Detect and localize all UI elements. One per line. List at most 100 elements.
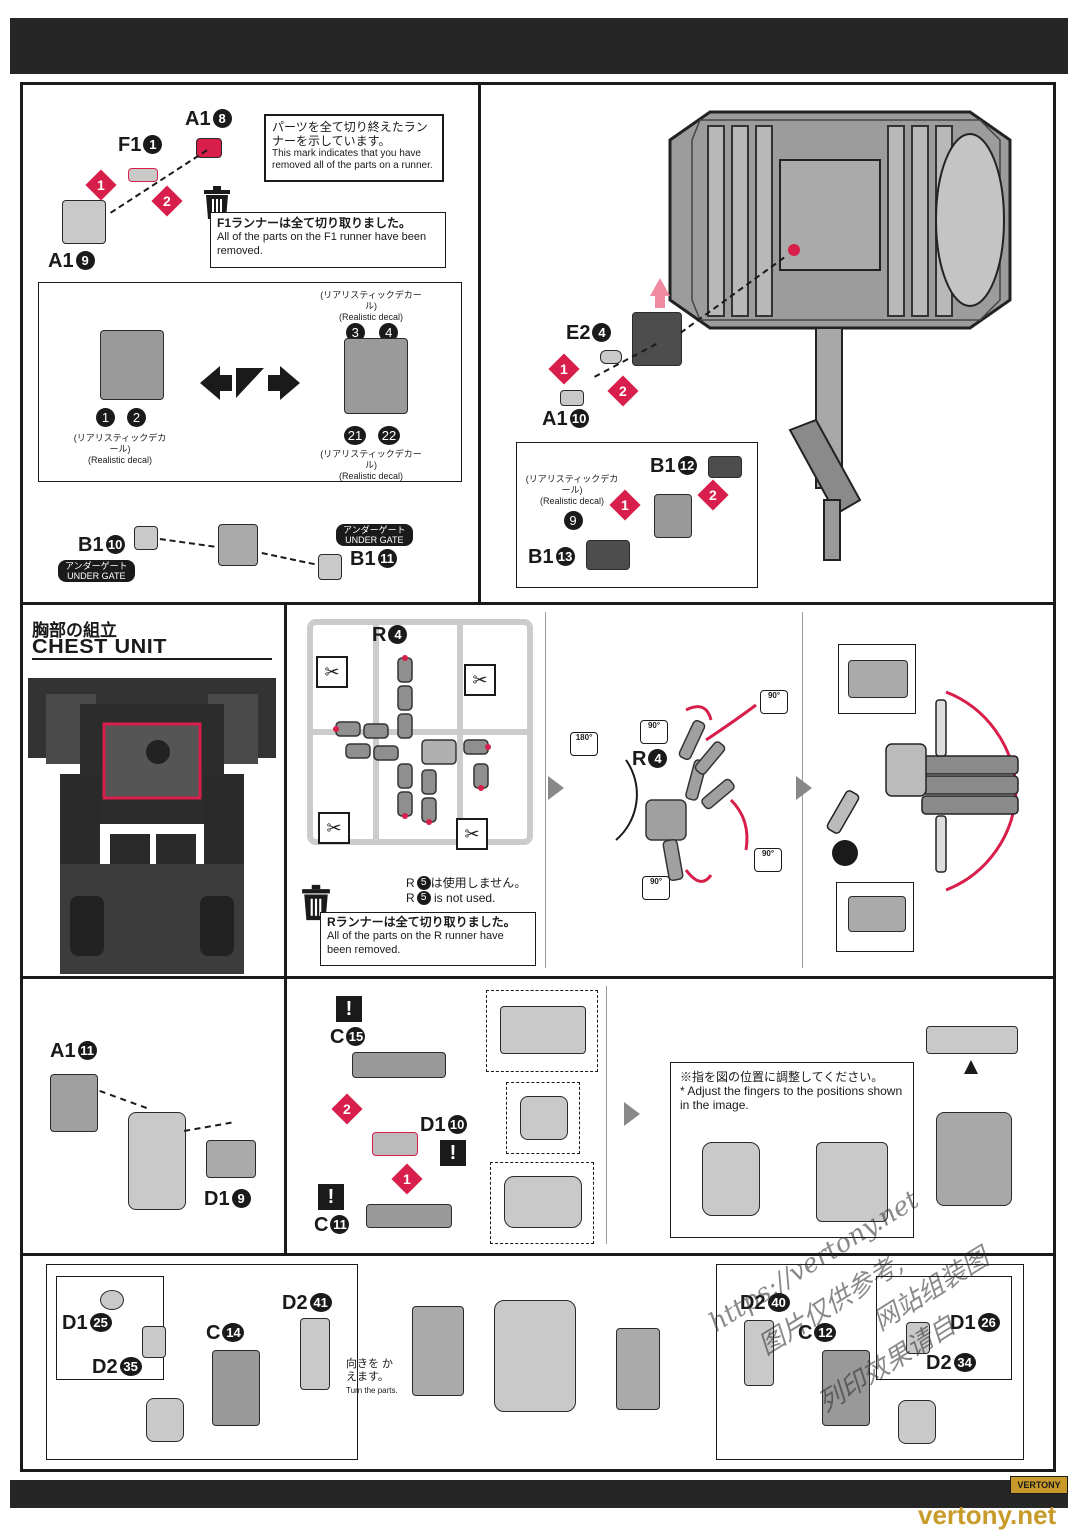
part-b1-10 xyxy=(134,526,158,550)
part-d2-41 xyxy=(300,1318,330,1390)
part-d1-10 xyxy=(372,1132,418,1156)
part-number: 15 xyxy=(346,1027,366,1046)
title-rule xyxy=(32,658,272,660)
part-label: D1 xyxy=(950,1312,976,1334)
part-label: D2 xyxy=(926,1352,952,1374)
part-number: 4 xyxy=(648,749,668,768)
part-label: F1 xyxy=(118,134,142,156)
note-jp: パーツを全て切り終えたランナーを示しています。 xyxy=(272,120,428,148)
r5-label: R xyxy=(406,891,415,905)
part-number: 4 xyxy=(388,625,408,644)
caution-icon: ! xyxy=(440,1140,466,1166)
part-label: D1 xyxy=(204,1188,230,1210)
part-label: A1 xyxy=(542,408,568,430)
divider xyxy=(20,976,1056,979)
part-label: C xyxy=(330,1026,345,1048)
chest-part-plain xyxy=(100,330,164,400)
part-c12 xyxy=(822,1350,870,1426)
divider xyxy=(606,986,607,1244)
dot-icon xyxy=(832,840,858,866)
turn-note-en: Turn the parts. xyxy=(346,1386,398,1395)
caution-icon: ! xyxy=(336,996,362,1022)
chest-title-jp: 胸部の組立 xyxy=(32,621,117,640)
divider xyxy=(20,1253,1056,1256)
chest-assembly xyxy=(218,524,258,566)
part-label: B1 xyxy=(78,534,104,556)
part-a1-9 xyxy=(62,200,106,244)
hand-assembled xyxy=(936,1112,1012,1206)
decal-code: 9 xyxy=(563,511,583,530)
hand-open xyxy=(826,690,1019,892)
part-f1-1 xyxy=(128,168,158,182)
part-c15 xyxy=(352,1052,446,1078)
part-small-pin xyxy=(600,350,622,364)
part-number: 11 xyxy=(77,1041,97,1060)
next-step-arrow xyxy=(548,776,564,800)
adjust-note-jp: ※指を図の位置に調整してください。 xyxy=(680,1070,884,1084)
hammer-illustration xyxy=(668,110,1012,561)
part-a1-11 xyxy=(50,1074,98,1132)
r5-label: R xyxy=(406,876,415,890)
part-label: B1 xyxy=(350,548,376,570)
f1-removed-note: F1ランナーは全て切り取りました。 All of the parts on th… xyxy=(210,212,446,268)
logo: VERTONY xyxy=(1010,1476,1068,1494)
next-step-arrow xyxy=(624,1102,640,1126)
part-sub-body xyxy=(654,494,692,538)
part-label: B1 xyxy=(650,455,676,477)
arm-part-right xyxy=(616,1328,660,1410)
rotate-90-icon: 90° xyxy=(640,720,668,744)
swap-icon xyxy=(200,362,300,404)
decal-jp: (リアリスティックデカール) xyxy=(320,290,422,311)
part-d2-35 xyxy=(146,1398,184,1442)
part-number: 40 xyxy=(767,1293,790,1312)
nipper-icon: ✂ xyxy=(464,664,496,696)
part-d1-25 xyxy=(142,1326,166,1358)
part-number: 13 xyxy=(555,547,575,566)
part-number: 10 xyxy=(447,1115,467,1134)
part-label: E2 xyxy=(566,322,591,344)
arrow-up-stem xyxy=(655,296,665,308)
r5-en-note: is not used. xyxy=(434,891,496,905)
decal-en: (Realistic decal) xyxy=(338,471,404,481)
part-label: C xyxy=(206,1322,221,1344)
detail-part xyxy=(520,1096,568,1140)
decal-jp: (リアリスティックデカール) xyxy=(320,449,422,470)
part-c11 xyxy=(366,1204,452,1228)
hand-assembled-center xyxy=(494,1300,576,1412)
footer-band xyxy=(10,1480,1068,1508)
divider xyxy=(545,612,546,968)
detail-part xyxy=(500,1006,586,1054)
decal-en: (Realistic decal) xyxy=(338,312,404,322)
part-a1-8 xyxy=(196,138,222,158)
decal-code: 1 xyxy=(95,408,115,427)
part-number: 10 xyxy=(105,535,125,554)
arrow-up-icon xyxy=(964,1060,978,1074)
adjust-note-en: * Adjust the fingers to the positions sh… xyxy=(680,1084,903,1112)
note-en: This mark indicates that you have remove… xyxy=(272,148,433,171)
part-number: 5 xyxy=(416,876,431,890)
decal-jp: (リアリスティックデカール) xyxy=(525,474,619,495)
runner-mark-note: パーツを全て切り終えたランナーを示しています。 This mark indica… xyxy=(264,114,444,182)
part-number: 34 xyxy=(953,1353,976,1372)
decal-code: 4 xyxy=(379,323,399,342)
part-e2-4 xyxy=(632,312,682,366)
r5-jp-note: は使用しません。 xyxy=(430,876,527,890)
hand-side-view xyxy=(702,1142,760,1216)
arrow-up-icon xyxy=(650,278,670,296)
part-label: A1 xyxy=(48,250,74,272)
hand-frame xyxy=(128,1112,186,1210)
part-number: 9 xyxy=(75,251,95,270)
part-d1-26 xyxy=(906,1322,930,1354)
hand-front-view xyxy=(816,1142,888,1222)
part-number: 8 xyxy=(212,109,232,128)
decal-code: 22 xyxy=(378,426,400,445)
part-label: C xyxy=(798,1322,813,1344)
chest-title-en: CHEST UNIT xyxy=(32,636,167,658)
part-number: 25 xyxy=(89,1313,112,1332)
note-jp: F1ランナーは全て切り取りました。 xyxy=(217,216,412,230)
part-number: 26 xyxy=(977,1313,1000,1332)
part-number: 41 xyxy=(309,1293,332,1312)
finger-detail xyxy=(848,896,906,932)
part-label: D1 xyxy=(420,1114,446,1136)
